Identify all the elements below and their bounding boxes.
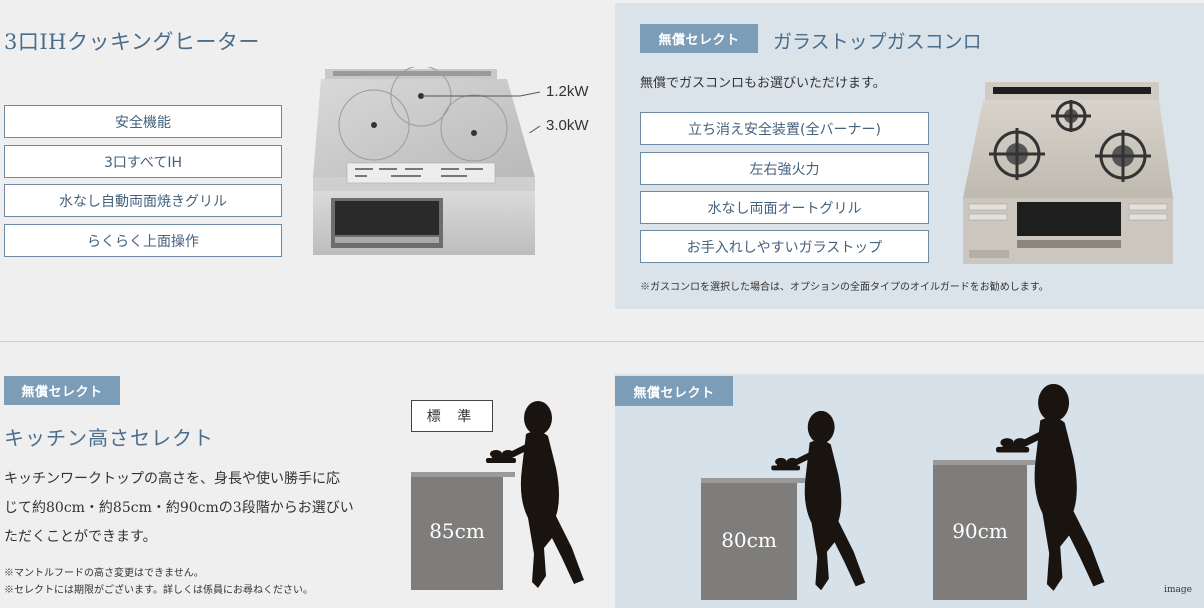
- gas-stove-image: [959, 80, 1177, 266]
- kitchen-height-description: キッチンワークトップの高さを、身長や使い勝手に応 じて約80cm・約85cm・約…: [4, 465, 384, 552]
- person-silhouette: [486, 401, 584, 588]
- counter-top-edge: [933, 460, 1037, 465]
- gas-feature-glass-top: お手入れしやすいガラストップ: [640, 230, 929, 263]
- ih-feature-three-ih: 3口すべてIH: [4, 145, 282, 178]
- power-label-1-2kw: 1.2kW: [546, 83, 589, 100]
- counter-top-edge: [701, 478, 807, 483]
- ih-feature-grill: 水なし自動両面焼きグリル: [4, 184, 282, 217]
- height-options-badge: 無償セレクト: [615, 376, 733, 406]
- ih-title: 3口IHクッキングヒーター: [4, 30, 260, 54]
- description-line: ただくことができます。: [4, 529, 157, 545]
- counter-80cm: 80cm: [701, 480, 797, 600]
- gas-note: ※ガスコンロを選択した場合は、オプションの全面タイプのオイルガードをお勧めします…: [640, 282, 1049, 293]
- description-line: じて約80cm・約85cm・約90cmの3段階からお選びい: [4, 500, 354, 516]
- person-silhouette: [996, 383, 1105, 591]
- kitchen-height-title: キッチン高さセレクト: [4, 426, 214, 450]
- section-divider: [0, 341, 1204, 342]
- counter-height-label: 85cm: [429, 519, 485, 543]
- counter-height-label: 80cm: [721, 528, 777, 552]
- kitchen-height-badge: 無償セレクト: [4, 376, 120, 405]
- ih-feature-safety: 安全機能: [4, 105, 282, 138]
- person-silhouette: [771, 410, 866, 591]
- gas-feature-high-power: 左右強火力: [640, 152, 929, 185]
- gas-title: ガラストップガスコンロ: [773, 31, 982, 53]
- counter-90cm: 90cm: [933, 462, 1027, 600]
- counter-top-edge: [411, 472, 515, 477]
- kitchen-height-note: ※マントルフードの高さ変更はできません。: [4, 568, 204, 579]
- image-caption: image: [1164, 585, 1192, 595]
- power-label-3-0kw: 3.0kW: [546, 117, 589, 134]
- gas-badge: 無償セレクト: [640, 24, 758, 53]
- ih-power-leader-lines: [422, 91, 541, 133]
- description-line: キッチンワークトップの高さを、身長や使い勝手に応: [4, 471, 340, 487]
- counter-height-label: 90cm: [952, 519, 1008, 543]
- standard-label: 標 準: [411, 400, 493, 432]
- gas-feature-safety: 立ち消え安全装置(全バーナー): [640, 112, 929, 145]
- ih-feature-top-control: らくらく上面操作: [4, 224, 282, 257]
- gas-subtitle: 無償でガスコンロもお選びいただけます。: [640, 76, 886, 91]
- kitchen-height-note: ※セレクトには期限がございます。詳しくは係員にお尋ねください。: [4, 585, 313, 596]
- gas-feature-grill: 水なし両面オートグリル: [640, 191, 929, 224]
- ih-cooktop-image: [311, 67, 539, 257]
- counter-85cm: 85cm: [411, 472, 503, 590]
